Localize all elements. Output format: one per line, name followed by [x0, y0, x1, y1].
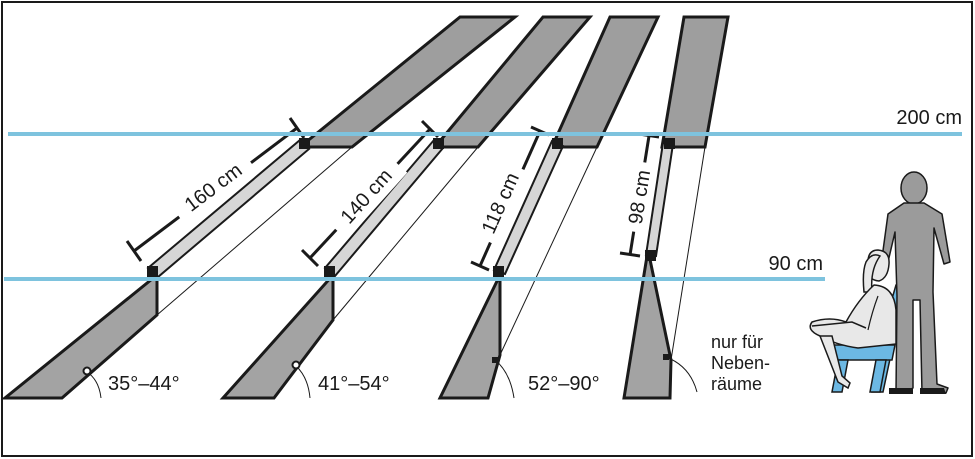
- stair-1-angle-label: 35°–44°: [108, 373, 180, 395]
- stair-4-dimension-tick: [619, 251, 641, 258]
- stair-1-sightline: [156, 146, 353, 316]
- stair-4-note-line-1: nur für: [711, 332, 763, 352]
- stair-2-lower-beam: [219, 271, 335, 400]
- stair-4-angle-vertex: [663, 354, 669, 360]
- stair-4-lower-joint: [645, 250, 656, 261]
- stair-3: 118 cm 52°–90°: [437, 15, 661, 400]
- stair-2: 140 cm 41°–54°: [219, 15, 594, 400]
- stair-2-upper-beam: [431, 15, 594, 149]
- stair-2-dimension-tick: [300, 248, 320, 268]
- stair-4-angle-arc: [665, 356, 698, 393]
- stair-2-label-bg: [324, 152, 408, 240]
- stair-2-angle-arc: [295, 365, 311, 399]
- stair-1-angle-vertex: [82, 366, 92, 376]
- stair-4-upper-beam: [660, 15, 730, 149]
- stair-4-note-line-2: Neben-: [711, 353, 770, 373]
- stair-4-label-bg: [619, 160, 659, 234]
- stair-3-upper-beam: [549, 15, 661, 149]
- stair-2-upper-joint: [433, 138, 444, 149]
- stair-2-lower-joint: [324, 266, 335, 277]
- stair-3-angle-vertex: [492, 357, 498, 363]
- stair-1-upper-beam: [295, 15, 520, 149]
- stair-3-dimension-tick: [470, 260, 490, 272]
- stair-3-lower-beam: [437, 274, 502, 400]
- level-200-label: 200 cm: [896, 107, 962, 129]
- stair-2-angle-vertex: [291, 360, 301, 370]
- stair-4-upper-joint: [664, 138, 675, 149]
- stair-1-dimension-tick: [125, 240, 143, 262]
- stair-1-lower-joint: [147, 266, 158, 277]
- seated-person-icon: [809, 249, 897, 390]
- stair-3-angle-label: 52°–90°: [528, 373, 600, 395]
- stair-4-note-line-3: räume: [711, 374, 762, 394]
- stair-1-upper-joint: [299, 138, 310, 149]
- stair-1-label-bg: [168, 147, 258, 227]
- stair-2-sightline: [332, 146, 479, 321]
- stair-3-label-bg: [470, 160, 530, 246]
- stair-3-lower-joint: [493, 266, 504, 277]
- standing-person-icon: [881, 171, 951, 394]
- stair-3-sightline: [499, 146, 598, 356]
- stair-4-sightline: [670, 146, 706, 361]
- stair-4: 98 cm nur für Neben- räume: [619, 15, 770, 400]
- stair-2-angle-label: 41°–54°: [318, 373, 390, 395]
- stair-1: 160 cm 35°–44°: [0, 15, 520, 400]
- stair-3-upper-joint: [552, 138, 563, 149]
- level-90-label: 90 cm: [769, 253, 823, 275]
- stair-4-lower-beam: [622, 249, 673, 400]
